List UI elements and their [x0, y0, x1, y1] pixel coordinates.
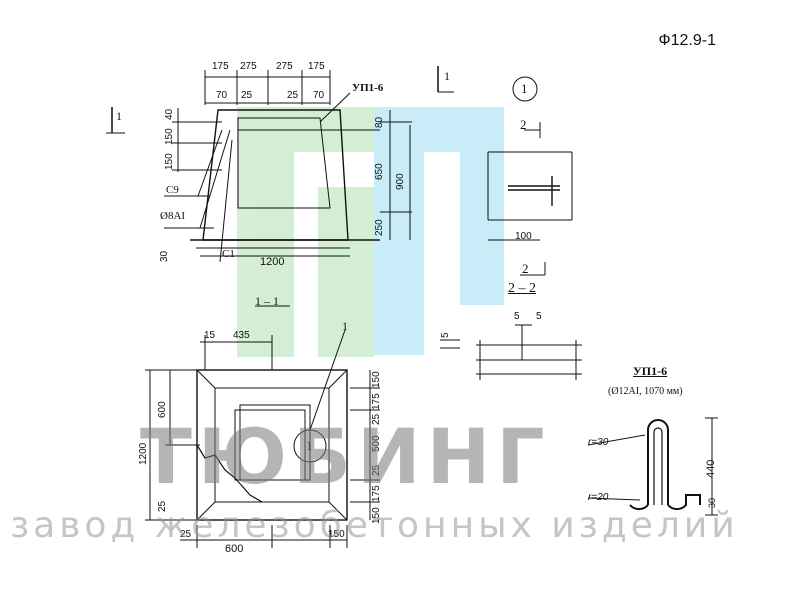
dim-left-3: 150 — [164, 153, 175, 170]
section-2-2-title: 2 – 2 — [508, 281, 536, 296]
dim-second-3: 25 — [287, 90, 299, 101]
plan-leader-mark: 1 — [342, 319, 348, 333]
plan-dim-top-1: 15 — [204, 330, 216, 341]
dim-second-4: 70 — [313, 90, 325, 101]
label-bar-d8: Ø8AI — [160, 210, 186, 222]
label-bar-c9: С9 — [166, 184, 179, 196]
section-mark-left: 1 — [116, 109, 122, 123]
dim-top-4: 175 — [308, 61, 325, 72]
section-mark-right: 1 — [444, 69, 450, 83]
dim-bottom-left: 30 — [159, 250, 170, 262]
loop-height: 440 — [705, 459, 717, 478]
dim-top-3: 275 — [276, 61, 293, 72]
plan-dim-right-1: 150 — [371, 371, 382, 388]
label-loop: УП1-6 — [352, 82, 384, 94]
watermark-subtitle: завод железобетонных изделий — [10, 505, 739, 546]
dim-second-1: 70 — [216, 90, 228, 101]
plan-dim-bottom-2: 600 — [225, 543, 244, 555]
dim-second-2: 25 — [241, 90, 253, 101]
loop-title: УП1-6 — [633, 364, 668, 378]
section-2-2-view — [440, 324, 582, 380]
section-1-1-title: 1 – 1 — [255, 294, 279, 308]
dim-left-2: 150 — [164, 128, 175, 145]
detail-1-view — [487, 76, 573, 276]
dim-right-1: 80 — [374, 116, 385, 128]
plan-view — [145, 305, 380, 548]
section-22-dim-mid-1: 5 — [514, 311, 520, 322]
loop-radius-2: r=20 — [588, 492, 609, 503]
label-bar-c1: С1 — [222, 248, 235, 260]
plan-dim-right-2: 175 — [371, 393, 382, 410]
detail-circle-mark: 1 — [521, 81, 528, 96]
loop-detail-view — [587, 417, 718, 516]
watermark-brand: ТЮБИНГ — [140, 412, 551, 501]
detail-section-mark-top: 2 — [520, 117, 527, 132]
loop-radius-1: r=30 — [588, 437, 609, 448]
dim-width: 1200 — [260, 256, 285, 268]
section-22-dim-left: 5 — [440, 332, 451, 338]
dim-top-1: 175 — [212, 61, 229, 72]
detail-dim: 100 — [515, 231, 532, 242]
dim-left-1: 40 — [164, 108, 175, 120]
section-22-dim-mid-2: 5 — [536, 311, 542, 322]
watermark-logo-shape — [237, 107, 504, 357]
plan-circle-mark: 1 — [306, 438, 313, 453]
plan-dim-bottom-1: 25 — [180, 529, 192, 540]
plan-dim-bottom-3: 150 — [328, 529, 345, 540]
dim-right-2: 650 — [374, 163, 385, 180]
plan-dim-top-2: 435 — [233, 330, 250, 341]
dim-top-2: 275 — [240, 61, 257, 72]
document-code: Ф12.9-1 — [658, 32, 716, 49]
detail-section-mark-bottom: 2 — [522, 261, 529, 276]
dim-right-3: 250 — [374, 219, 385, 236]
dim-overall-height: 900 — [395, 173, 406, 190]
elevation-view — [106, 66, 454, 263]
loop-spec: (Ø12AI, 1070 мм) — [608, 386, 683, 397]
